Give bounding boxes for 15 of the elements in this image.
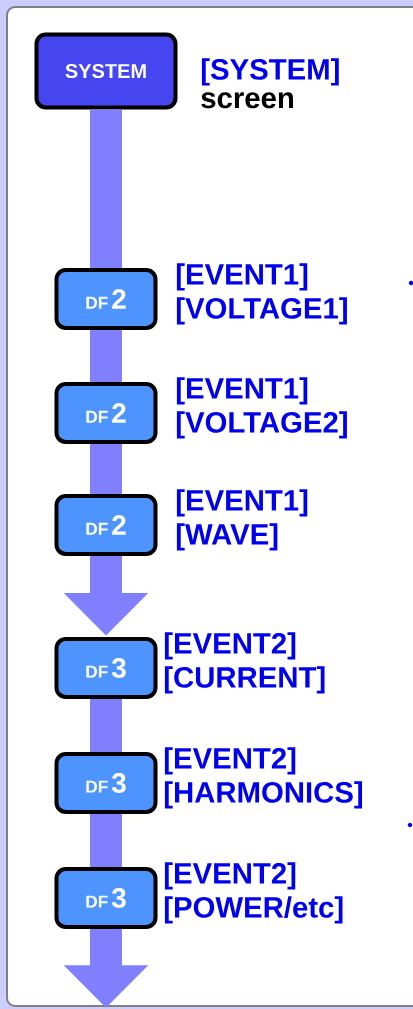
screen-label: [EVENT1] [VOLTAGE2] (176, 377, 347, 439)
screen-label: [EVENT2] [HARMONICS] (164, 747, 362, 809)
key-button: DF 3 (54, 867, 158, 929)
screen-label: [EVENT1] [WAVE] (176, 489, 308, 551)
screen-label: [SYSTEM] (201, 58, 339, 86)
screen-label: [EVENT1] [VOLTAGE1] (176, 263, 347, 325)
screen-label: [EVENT2] [POWER/etc] (164, 862, 343, 924)
screen-label: screen (201, 92, 293, 109)
key-button: DF 3 (54, 637, 158, 699)
key-button: DF 2 (54, 382, 158, 444)
key-button: DF 3 (54, 752, 158, 814)
key-button: SYSTEM (34, 32, 178, 110)
key-button: DF 2 (54, 268, 158, 330)
screen-label: [EVENT2] [CURRENT] (164, 632, 325, 694)
key-button: DF 2 (54, 494, 158, 556)
